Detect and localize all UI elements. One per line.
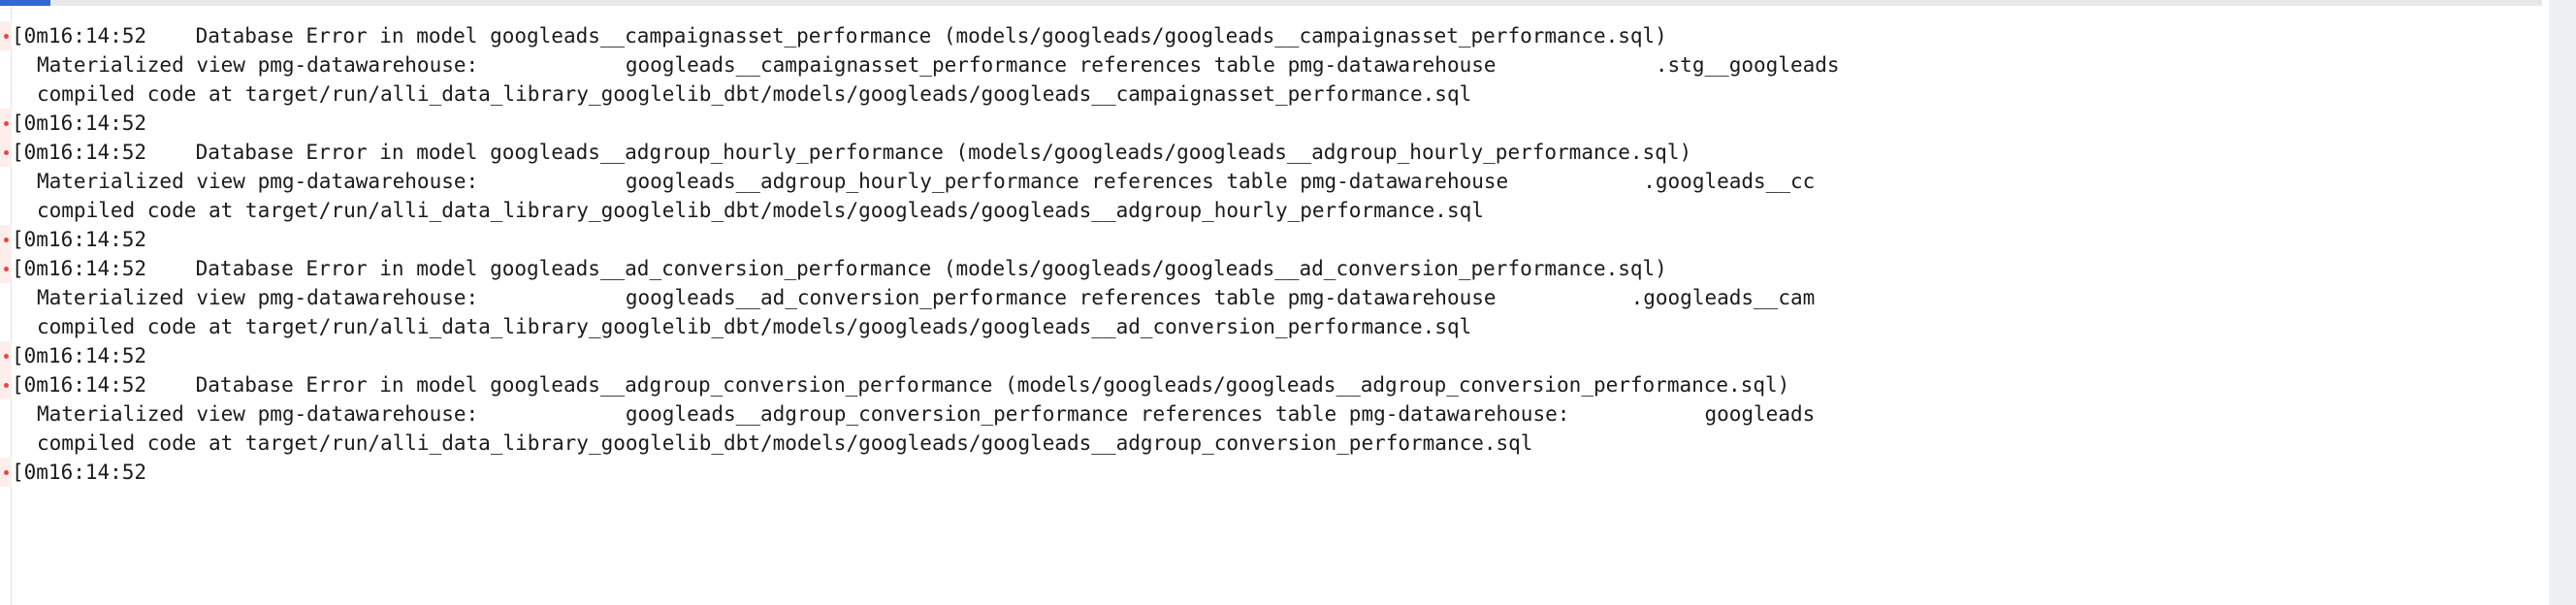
log-line[interactable]: [0m16:14:52 <box>0 225 2548 254</box>
log-line[interactable]: compiled code at target/run/alli_data_li… <box>0 196 2548 225</box>
log-line[interactable]: compiled code at target/run/alli_data_li… <box>0 429 2548 458</box>
log-line[interactable]: compiled code at target/run/alli_data_li… <box>0 312 2548 341</box>
line-marker-placeholder <box>0 399 12 429</box>
log-line-text: [0m16:14:52 <box>12 228 147 251</box>
log-line-text: Materialized view pmg-datawarehouse: goo… <box>37 53 1840 77</box>
error-marker-icon <box>0 109 12 138</box>
error-marker-icon <box>0 254 12 283</box>
log-line-text: [0m16:14:52 <box>12 111 147 135</box>
log-line[interactable]: [0m16:14:52 <box>0 109 2548 138</box>
log-line[interactable]: [0m16:14:52 Database Error in model goog… <box>0 138 2548 167</box>
log-line-text: compiled code at target/run/alli_data_li… <box>37 199 1484 222</box>
log-line[interactable]: [0m16:14:52 Database Error in model goog… <box>0 370 2548 399</box>
log-line-text: [0m16:14:52 Database Error in model goog… <box>12 373 1790 397</box>
log-line-text: Materialized view pmg-datawarehouse: goo… <box>37 170 1816 193</box>
log-line[interactable]: [0m16:14:52 Database Error in model goog… <box>0 21 2548 50</box>
log-line[interactable]: [0m16:14:52 Database Error in model goog… <box>0 254 2548 283</box>
log-line-text: [0m16:14:52 <box>12 461 147 484</box>
log-line[interactable]: Materialized view pmg-datawarehouse: goo… <box>0 283 2548 312</box>
line-marker-placeholder <box>0 283 12 312</box>
error-marker-icon <box>0 341 12 370</box>
log-line[interactable]: [0m16:14:52 <box>0 341 2548 370</box>
log-line[interactable]: [0m16:14:52 <box>0 458 2548 487</box>
log-line[interactable]: Materialized view pmg-datawarehouse: goo… <box>0 167 2548 196</box>
log-output-viewport[interactable]: [0m16:14:52 Database Error in model goog… <box>0 6 2548 605</box>
log-line-text: [0m16:14:52 Database Error in model goog… <box>12 141 1692 164</box>
loading-progress-fill <box>0 0 51 6</box>
error-marker-icon <box>0 225 12 254</box>
log-line-text: [0m16:14:52 <box>12 344 147 367</box>
log-line[interactable]: Materialized view pmg-datawarehouse: goo… <box>0 50 2548 80</box>
vertical-scrollbar[interactable] <box>2548 0 2576 605</box>
log-line-list: [0m16:14:52 Database Error in model goog… <box>0 21 2548 487</box>
log-line-text: compiled code at target/run/alli_data_li… <box>37 82 1472 106</box>
log-line-text: compiled code at target/run/alli_data_li… <box>37 315 1472 338</box>
line-marker-placeholder <box>0 312 12 341</box>
error-marker-icon <box>0 370 12 399</box>
error-marker-icon <box>0 138 12 167</box>
log-line-text: Materialized view pmg-datawarehouse: goo… <box>37 402 1816 426</box>
log-line-text: [0m16:14:52 Database Error in model goog… <box>12 257 1667 280</box>
line-marker-placeholder <box>0 196 12 225</box>
log-line[interactable]: Materialized view pmg-datawarehouse: goo… <box>0 399 2548 429</box>
log-line-text: [0m16:14:52 Database Error in model goog… <box>12 24 1667 48</box>
error-marker-icon <box>0 21 12 50</box>
line-marker-placeholder <box>0 167 12 196</box>
error-marker-icon <box>0 458 12 487</box>
line-marker-placeholder <box>0 80 12 109</box>
line-marker-placeholder <box>0 429 12 458</box>
loading-progress-bar <box>0 0 2542 6</box>
log-line[interactable]: compiled code at target/run/alli_data_li… <box>0 80 2548 109</box>
line-marker-placeholder <box>0 50 12 80</box>
log-gutter-divider <box>11 6 12 605</box>
log-line-text: Materialized view pmg-datawarehouse: goo… <box>37 286 1816 309</box>
log-line-text: compiled code at target/run/alli_data_li… <box>37 431 1533 455</box>
